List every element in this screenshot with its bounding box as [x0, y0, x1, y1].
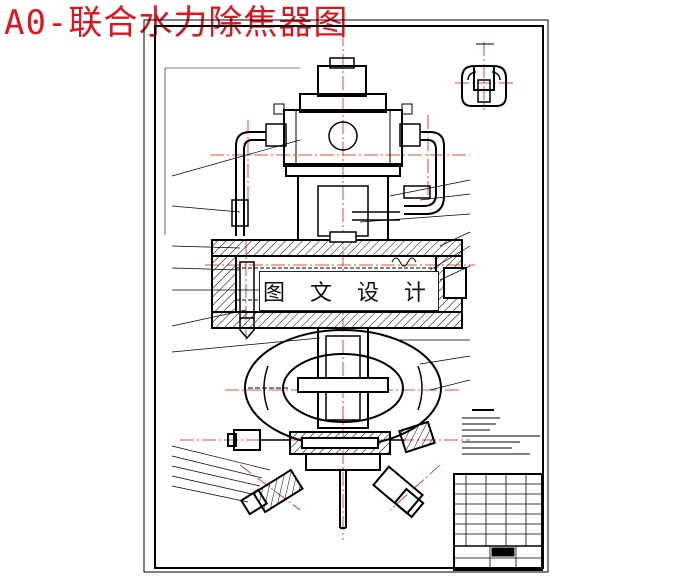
sheet-frame: [143, 19, 549, 573]
title-block: [453, 473, 543, 571]
lower-tube: [297, 327, 389, 429]
central-body: [297, 175, 400, 241]
side-pipes: [231, 131, 445, 236]
drawing-title: A0-联合水力除焦器图: [4, 3, 349, 43]
angled-nozzles: [239, 465, 425, 529]
watermark-label: 图 文 设 计: [259, 271, 439, 311]
valve-body: [265, 57, 421, 177]
technical-notes: [462, 409, 540, 455]
detail-view: [461, 43, 507, 107]
construction-lines: [164, 67, 300, 235]
nozzle-block: [227, 420, 436, 471]
leader-lines: [171, 139, 471, 503]
